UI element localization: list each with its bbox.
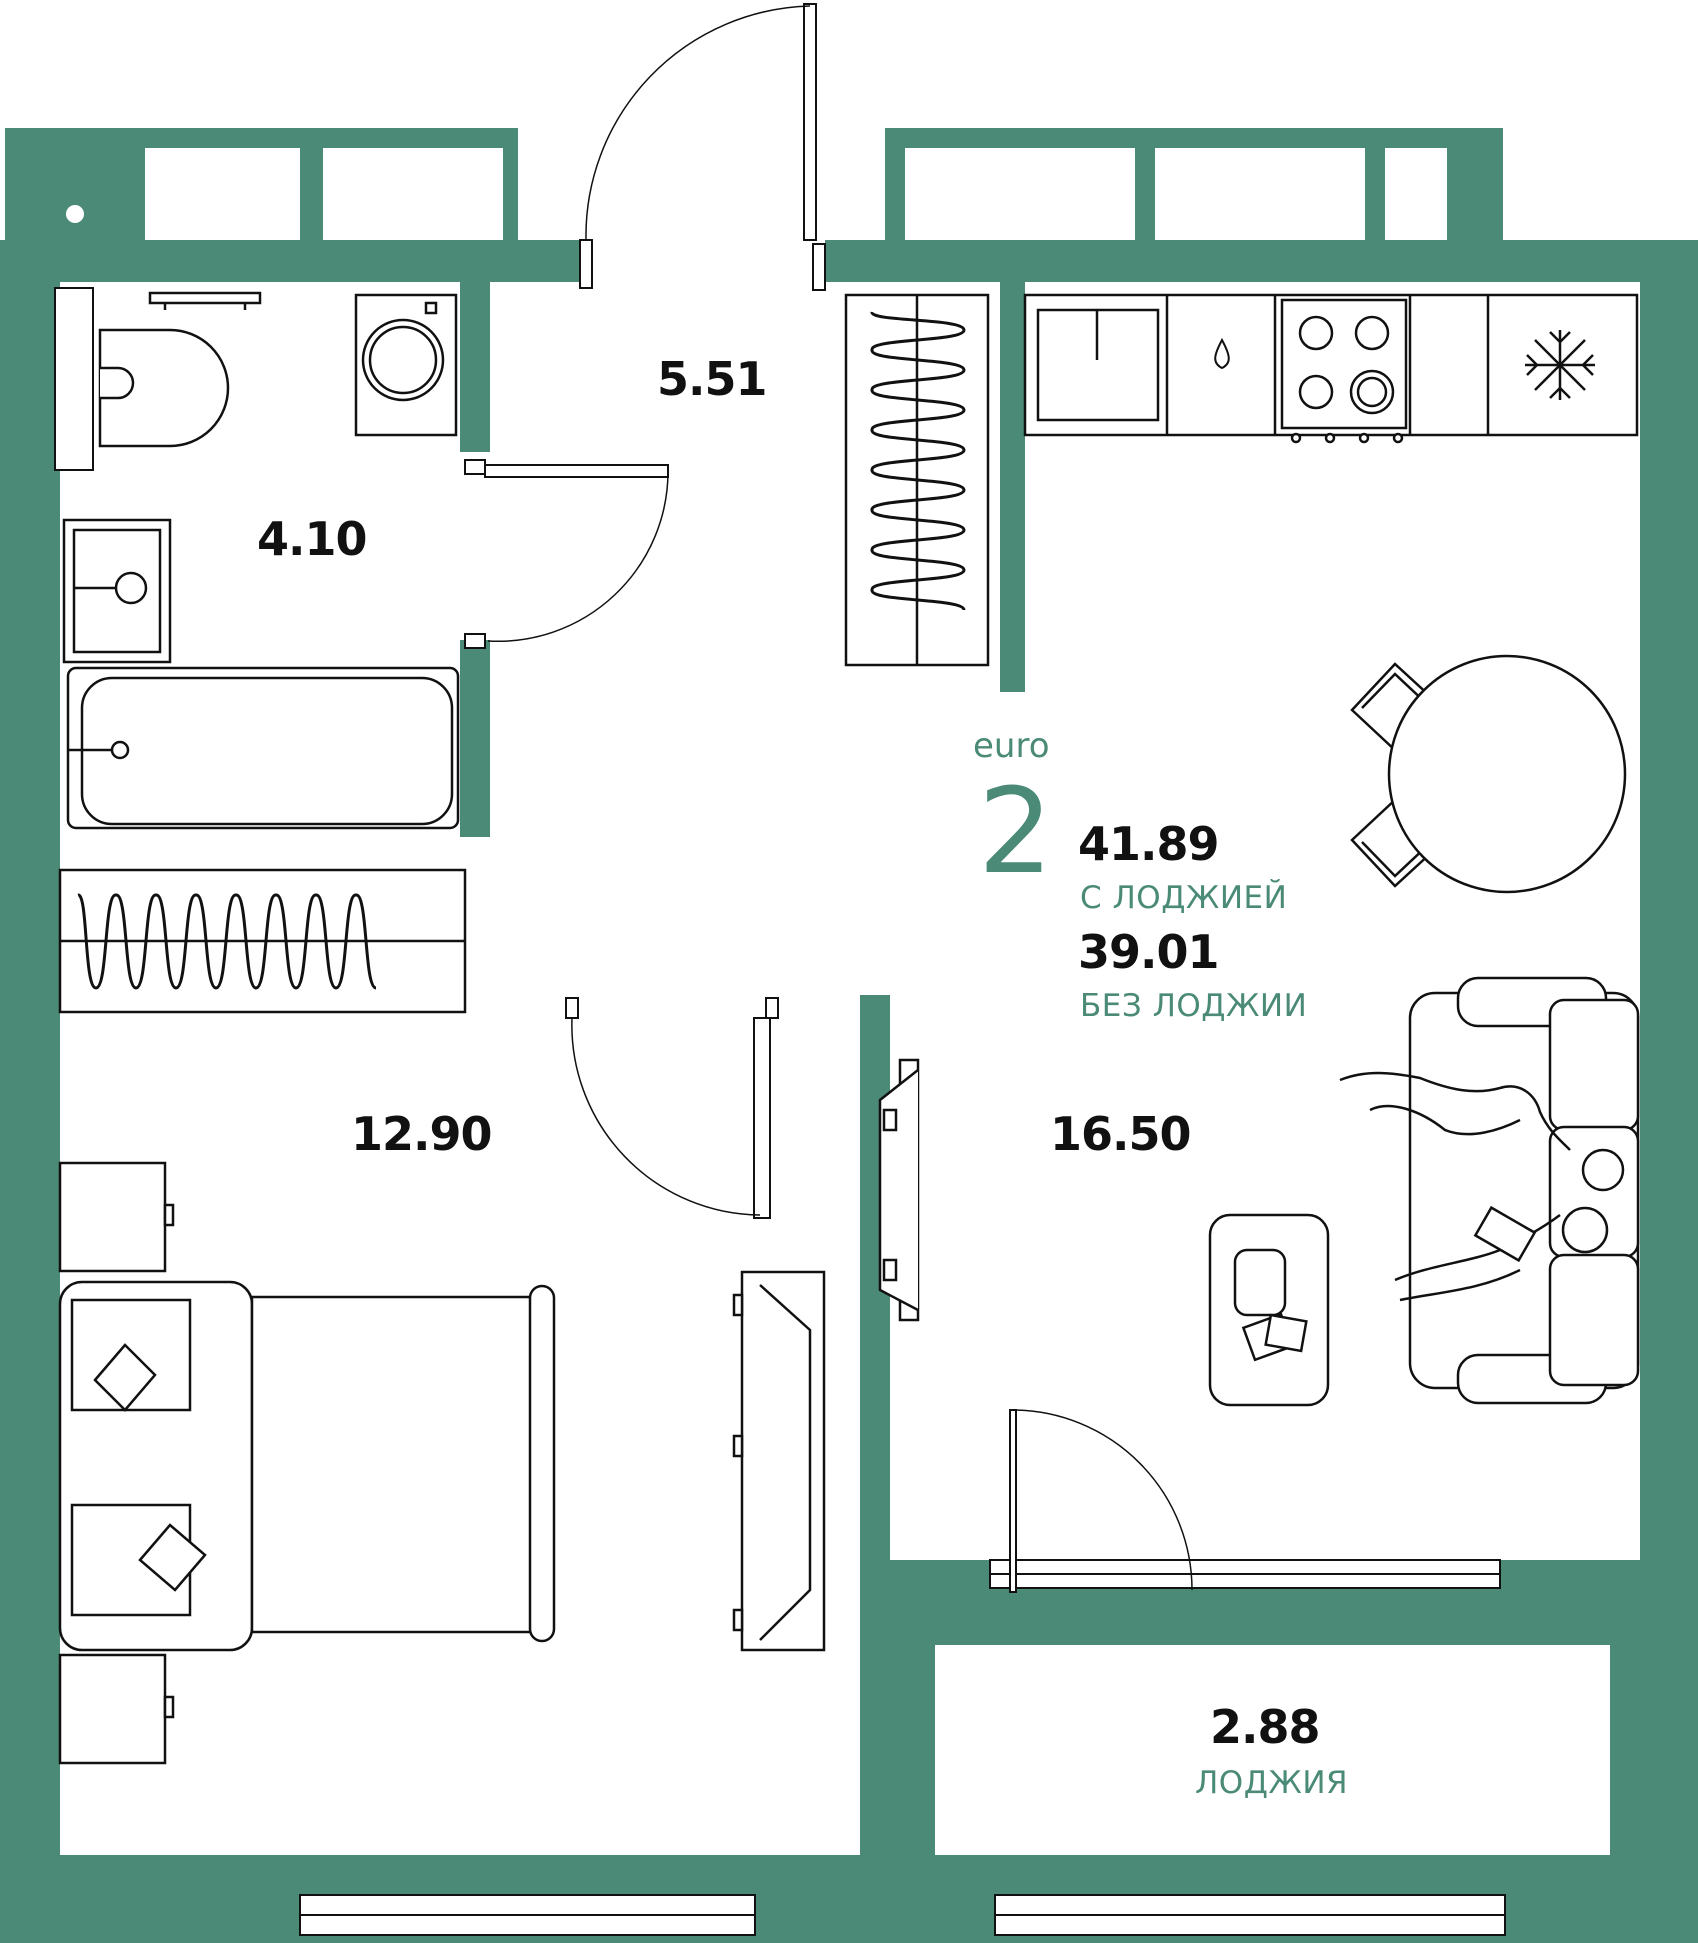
rooms-count: 2 (978, 762, 1054, 900)
area-without-loggia: 39.01 (1078, 925, 1220, 979)
bathroom-wardrobe (58, 868, 467, 1014)
stove-icon (1280, 298, 1408, 444)
with-loggia-label: С ЛОДЖИЕЙ (1080, 880, 1288, 916)
sofa (1339, 976, 1640, 1405)
sink-icon (62, 518, 172, 664)
bathroom-door (464, 459, 669, 649)
kitchen-counter (1023, 293, 1639, 444)
bathtub (66, 666, 460, 830)
bathroom-fixtures (62, 291, 460, 830)
dining-table (1350, 654, 1627, 894)
loggia-area: 2.88 (1210, 1700, 1320, 1754)
toilet (98, 328, 230, 448)
loggia-door (989, 1409, 1501, 1593)
area-with-loggia: 41.89 (1078, 817, 1220, 871)
without-loggia-label: БЕЗ ЛОДЖИИ (1080, 988, 1308, 1024)
water-drop-icon (1214, 337, 1230, 370)
window-handle-left (66, 205, 84, 223)
snowflake-icon (1525, 330, 1595, 400)
hall-wardrobe (844, 293, 990, 667)
washing-machine-icon (354, 293, 458, 437)
bathroom-area: 4.10 (257, 512, 367, 566)
plan-type-label: euro (973, 726, 1050, 766)
entrance-door (579, 3, 826, 291)
sink-icon (1036, 308, 1160, 422)
window-handle-right (1019, 197, 1037, 215)
bedroom-area: 12.90 (351, 1107, 493, 1161)
bedroom-furniture (58, 1161, 826, 1765)
hall-area: 5.51 (657, 352, 767, 406)
bottom-windows (299, 1894, 1506, 1936)
coffee-table (1208, 1213, 1330, 1407)
bedroom-door (565, 997, 779, 1219)
living-tv (878, 1058, 920, 1322)
living-kitchen-area: 16.50 (1050, 1107, 1192, 1161)
loggia-label: ЛОДЖИЯ (1195, 1765, 1349, 1801)
